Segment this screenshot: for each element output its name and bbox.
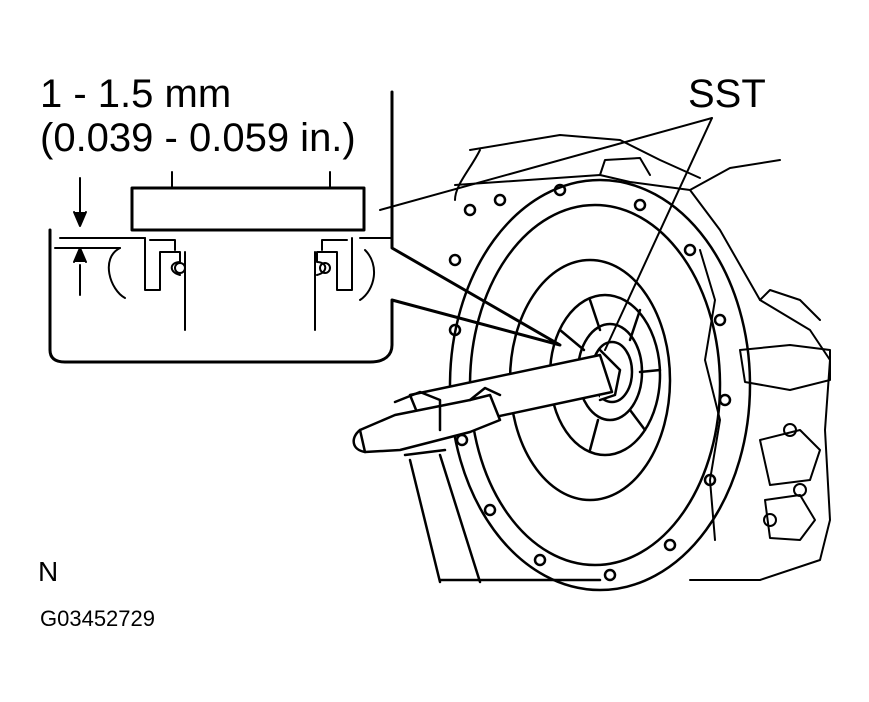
dimension-inch-label: (0.039 - 0.059 in.) [40,116,356,160]
sst-label: SST [688,72,766,116]
hammer [403,448,482,584]
view-label: N [38,556,59,587]
seal-detail [54,171,393,331]
dimension-mm-label: 1 - 1.5 mm [40,72,232,116]
seal-depth-callout [48,90,562,364]
transaxle-housing [454,134,831,581]
sst-leader-lines [379,117,713,351]
sst-driver-tool [352,348,622,454]
figure-id: G03452729 [40,606,155,631]
